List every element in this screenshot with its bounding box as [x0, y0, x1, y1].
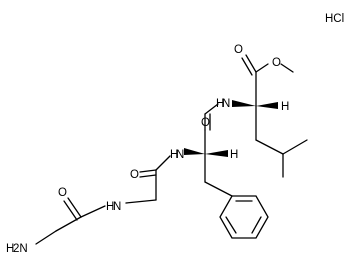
- atom-nh2-n: 2N: [13, 243, 28, 255]
- bond-nphe-cgly2: [155, 155, 171, 171]
- atom-n-phe: N: [176, 149, 184, 161]
- benzene-ring: [219, 195, 269, 239]
- bond-phe-ring: [204, 181, 233, 197]
- atom-h-phe-alpha: H: [230, 149, 238, 161]
- bond-gly2-co-1: [139, 169, 157, 173]
- atom-h-nh-phe: H: [170, 149, 178, 161]
- bond-gly2-co-2: [139, 174, 157, 178]
- bond-gly1-c-alpha: [55, 216, 82, 232]
- wedge-phe-n: [184, 148, 205, 155]
- atom-o-phe-carbonyl: O: [201, 117, 210, 129]
- salt-label: HCl: [325, 13, 344, 25]
- bond-ester-co-1: [245, 54, 257, 73]
- bond-leu-cd2: [282, 139, 308, 155]
- bond-gly2-alpha-n: [125, 199, 157, 204]
- bond-ngly2-cgly1: [80, 205, 106, 218]
- atom-o-gly1-carbonyl: O: [58, 187, 67, 199]
- bond-methyl-o: [280, 63, 294, 73]
- atom-h-leu-alpha: H: [281, 101, 289, 113]
- bond-o-carbonyl: [255, 63, 269, 73]
- atom-nh2-h: H: [6, 243, 14, 255]
- bond-gly1-alpha-n: [35, 230, 57, 245]
- atom-n-leu: N: [222, 98, 230, 110]
- atom-o-ester: O: [272, 57, 281, 69]
- wedge-leu-h: [256, 102, 278, 109]
- atom-o-gly2-carbonyl: O: [130, 169, 139, 181]
- wedge-leu-n: [232, 100, 256, 107]
- atom-n-gly2: N: [113, 201, 121, 213]
- wedge-phe-h: [205, 150, 228, 157]
- atom-o-ester-carbonyl: O: [234, 44, 243, 56]
- bond-ester-co-2: [241, 57, 253, 76]
- bond-gly1-co-1: [67, 197, 82, 218]
- atom-h-nh-gly2: H: [106, 201, 114, 213]
- bond-gly1-co-2: [63, 200, 78, 221]
- atom-h-nh-leu: H: [216, 98, 224, 110]
- bond-nleu-cphe: [204, 103, 219, 115]
- bond-leu-cg: [255, 139, 284, 155]
